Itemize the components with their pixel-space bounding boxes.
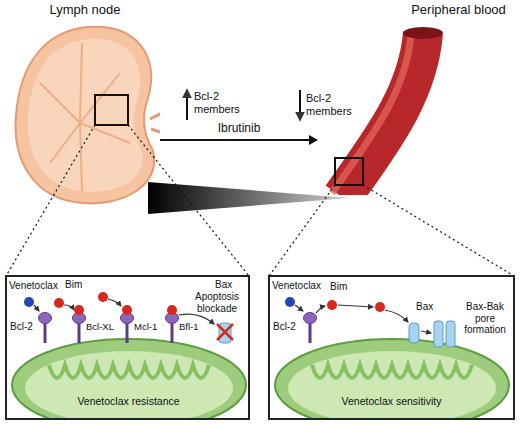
lymph-node-part <box>16 27 155 204</box>
mitochondrion-part <box>275 339 509 420</box>
edge-label: Ibrutinib <box>189 122 289 136</box>
up-arrow <box>186 90 188 120</box>
mitochondrion-part <box>12 339 246 420</box>
gradient-wedge <box>148 182 350 214</box>
protein-label: Venetoclax <box>9 280 58 292</box>
node-title: Peripheral blood <box>402 3 515 18</box>
inset-box: Venetoclax BimBcl-2 Bcl-XL Mcl-1 Bfl-1 BaxApo… <box>5 275 250 420</box>
blood-vessel-part <box>403 27 443 39</box>
protein-label: Mcl-1 <box>134 322 157 333</box>
mito-label: Venetoclax sensitivity <box>272 395 511 407</box>
protein-label: Bcl-2 <box>273 321 296 333</box>
connector-line <box>160 139 310 141</box>
arrow-head <box>309 135 318 145</box>
lymph-node: Lymph node <box>10 3 160 208</box>
protein-label: Bim <box>330 281 347 293</box>
note-label: Bax-Bak pore formation <box>458 301 512 336</box>
zoom-line <box>269 185 335 276</box>
lymph-node-part <box>28 39 143 192</box>
zoom-line <box>363 185 514 276</box>
blood-vessel: Peripheral blood <box>318 3 515 195</box>
mito-label: Venetoclax resistance <box>9 395 248 407</box>
mitochondrion-part <box>312 365 472 378</box>
protein-label: Bax <box>416 301 433 313</box>
protein-label: Bax <box>215 279 232 291</box>
connector <box>160 135 318 145</box>
mitochondrion-part <box>288 351 496 420</box>
protein-label: Bcl-2 <box>10 321 33 333</box>
down-arrow <box>299 90 301 120</box>
mitochondrion-shape <box>9 335 248 420</box>
protein-label: Bfl-1 <box>179 322 199 333</box>
mitochondrion-part <box>25 351 233 420</box>
mitochondrion: Venetoclax resistance <box>9 335 248 420</box>
node-title: Lymph node <box>10 3 160 18</box>
free-label: Bcl-2 members <box>194 90 246 115</box>
mitochondrion: Venetoclax sensitivity <box>272 335 511 420</box>
protein-label: Bim <box>65 279 82 291</box>
free-label: Bcl-2 members <box>306 92 358 117</box>
lymph-node-part <box>150 113 160 133</box>
mitochondrion-shape <box>272 335 511 420</box>
blood-vessel-shape <box>318 3 515 195</box>
protein-label: Bcl-XL <box>86 322 114 333</box>
note-label: Apoptosis blockade <box>187 291 247 314</box>
lymph-node-part <box>40 43 130 191</box>
lymph-node-shape <box>10 3 160 208</box>
mitochondrion-part <box>49 365 209 378</box>
inset-box: Venetoclax BimBcl-2 Bax Bax-Bak pore format… <box>268 275 515 420</box>
protein-label: Venetoclax <box>272 280 321 292</box>
